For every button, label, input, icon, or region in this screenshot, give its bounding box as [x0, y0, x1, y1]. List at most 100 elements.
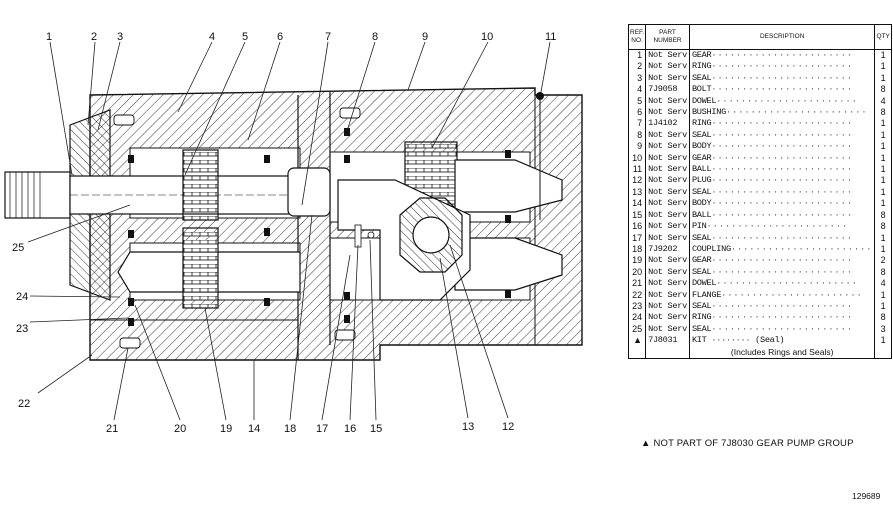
- qty-cell: 8: [874, 107, 892, 119]
- description-cell: RING·······················: [688, 118, 876, 130]
- callout-14: 14: [248, 423, 260, 435]
- description-text: SEAL: [691, 72, 712, 83]
- drive-shaft: [4, 171, 301, 219]
- callout-8: 8: [372, 31, 378, 43]
- callout-18: 18: [284, 423, 296, 435]
- qty-cell: 1: [874, 243, 892, 256]
- description-cell: BODY·······················: [688, 198, 876, 210]
- leader-lines: [27, 41, 551, 421]
- description-text: RING: [691, 118, 712, 129]
- qty-cell: 3: [874, 323, 892, 336]
- description-cell: SEAL·······················: [688, 323, 876, 336]
- table-row-kit-note: (Includes Rings and Seals): [627, 346, 892, 359]
- part-number-cell: Not Serv: [645, 255, 690, 267]
- description-cell: SEAL·······················: [688, 186, 876, 199]
- ref-no-cell: 2: [627, 61, 647, 73]
- ref-no-cell: 20: [627, 266, 647, 279]
- callout-3: 3: [117, 31, 123, 43]
- ref-no-cell: 19: [627, 255, 647, 267]
- qty-cell: 1: [874, 118, 892, 130]
- description-cell: FLANGE·······················: [688, 289, 876, 301]
- ref-no-cell: 15: [627, 209, 647, 222]
- description-text: SEAL: [691, 300, 712, 311]
- part-number-cell: Not Serv: [645, 300, 690, 313]
- part-number-cell: Not Serv: [645, 72, 690, 85]
- qty-cell: 1: [874, 198, 892, 210]
- kit-part-number-cell: 7J8031: [645, 335, 690, 347]
- part-number-cell: Not Serv: [645, 175, 690, 187]
- callout-19: 19: [220, 423, 232, 435]
- part-number-cell: Not Serv: [645, 107, 690, 119]
- description-cell: BODY·······················: [688, 141, 876, 153]
- ref-no-cell: 9: [627, 141, 647, 153]
- description-text: RING: [691, 61, 712, 72]
- header-part-number: PART NUMBER: [645, 24, 690, 50]
- ref-no-cell: 12: [627, 175, 647, 187]
- callout-20: 20: [174, 423, 186, 435]
- right-bushings: [454, 159, 563, 291]
- description-text: SEAL: [691, 323, 712, 334]
- qty-cell: 1: [874, 72, 892, 85]
- part-number-cell: 7J9058: [645, 84, 690, 96]
- kit-qty-cell: 1: [874, 335, 892, 347]
- description-text: BALL: [691, 164, 712, 175]
- description-text: RING: [691, 312, 712, 323]
- qty-cell: 8: [874, 266, 892, 279]
- description-text: SEAL: [691, 232, 712, 243]
- ref-no-cell: 11: [627, 164, 647, 176]
- header-ref-no: REF. NO.: [627, 24, 647, 50]
- description-text: BUSHING: [691, 107, 726, 118]
- qty-cell: 1: [874, 186, 892, 199]
- description-text: SEAL: [691, 266, 712, 277]
- description-cell: DOWEL·······················: [688, 278, 876, 290]
- qty-cell: 1: [874, 175, 892, 187]
- description-text: BALL: [691, 209, 712, 220]
- bolts-dowels: [113, 107, 361, 349]
- callout-16: 16: [344, 423, 356, 435]
- callout-11: 11: [545, 31, 556, 43]
- ref-no-cell: 18: [627, 243, 647, 256]
- part-number-cell: 1J4102: [645, 118, 690, 130]
- ref-no-cell: 8: [627, 129, 647, 142]
- qty-cell: 1: [874, 141, 892, 153]
- kit-description-note: (Seal): [755, 335, 785, 346]
- kit-description-text: KIT: [691, 335, 707, 346]
- part-number-cell: Not Serv: [645, 152, 690, 165]
- qty-cell: 4: [874, 95, 892, 108]
- description-cell: SEAL·······················: [688, 232, 876, 244]
- ref-no-cell: 25: [627, 323, 647, 336]
- description-text: PLUG: [691, 175, 712, 186]
- header-description: DESCRIPTION: [688, 24, 876, 50]
- part-number-cell: Not Serv: [645, 198, 690, 210]
- qty-cell: 8: [874, 209, 892, 222]
- part-number-cell: Not Serv: [645, 312, 690, 324]
- callout-1: 1: [46, 31, 52, 43]
- description-text: DOWEL: [691, 95, 717, 106]
- ref-no-cell: 24: [627, 312, 647, 324]
- callout-25: 25: [12, 242, 24, 254]
- plug-block: [337, 179, 471, 301]
- description-text: FLANGE: [691, 289, 722, 300]
- qty-cell: 8: [874, 312, 892, 324]
- description-text: DOWEL: [691, 278, 717, 289]
- callout-9: 9: [422, 31, 428, 43]
- description-cell: SEAL·······················: [688, 300, 876, 313]
- description-text: BODY: [691, 141, 712, 152]
- coupling: [287, 167, 331, 217]
- callout-5: 5: [242, 31, 248, 43]
- part-number-cell: Not Serv: [645, 266, 690, 279]
- description-cell: DOWEL·······················: [688, 95, 876, 108]
- callout-7: 7: [325, 31, 331, 43]
- description-cell: BALL·······················: [688, 209, 876, 222]
- qty-cell: 8: [874, 84, 892, 96]
- part-number-cell: Not Serv: [645, 95, 690, 108]
- callout-15: 15: [370, 423, 382, 435]
